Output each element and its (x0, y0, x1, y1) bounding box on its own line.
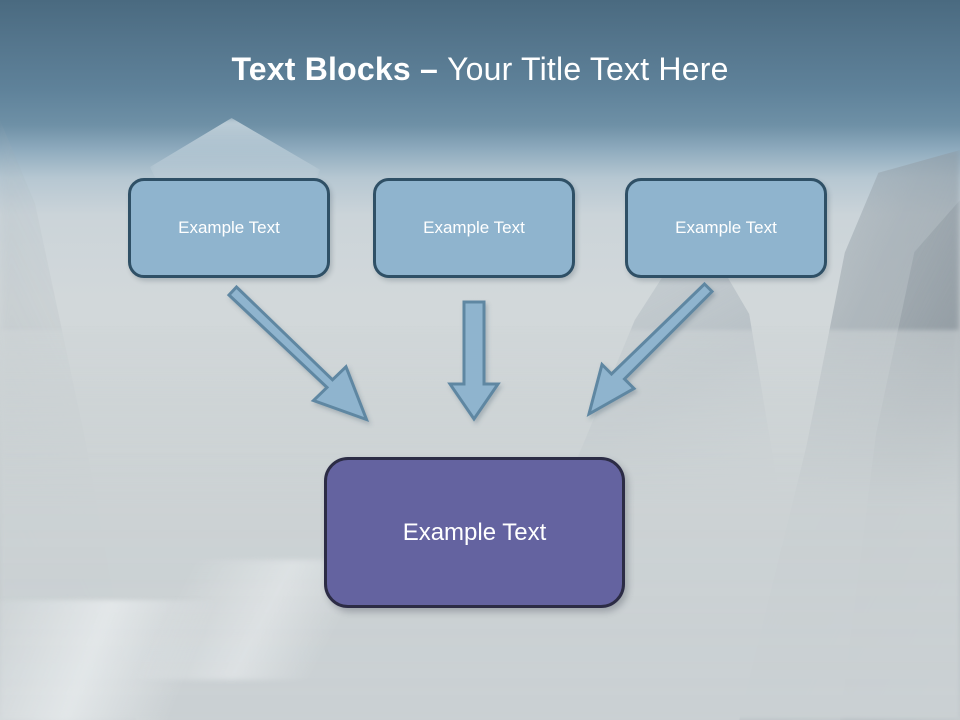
page-title: Text Blocks – Your Title Text Here (0, 50, 960, 88)
text-block-3[interactable]: Example Text (625, 178, 827, 278)
title-band: Text Blocks – Your Title Text Here (0, 0, 960, 128)
title-separator: – (419, 51, 448, 87)
text-block-2[interactable]: Example Text (373, 178, 575, 278)
text-block-2-label: Example Text (423, 218, 525, 237)
text-block-1[interactable]: Example Text (128, 178, 330, 278)
text-block-1-label: Example Text (178, 218, 280, 237)
text-block-3-label: Example Text (675, 218, 777, 237)
result-block-label: Example Text (402, 518, 547, 546)
result-block[interactable]: Example Text (324, 457, 625, 608)
background-river-streak (0, 600, 260, 720)
title-rest-part: Your Title Text Here (447, 51, 729, 87)
title-strong-part: Text Blocks (231, 51, 420, 87)
